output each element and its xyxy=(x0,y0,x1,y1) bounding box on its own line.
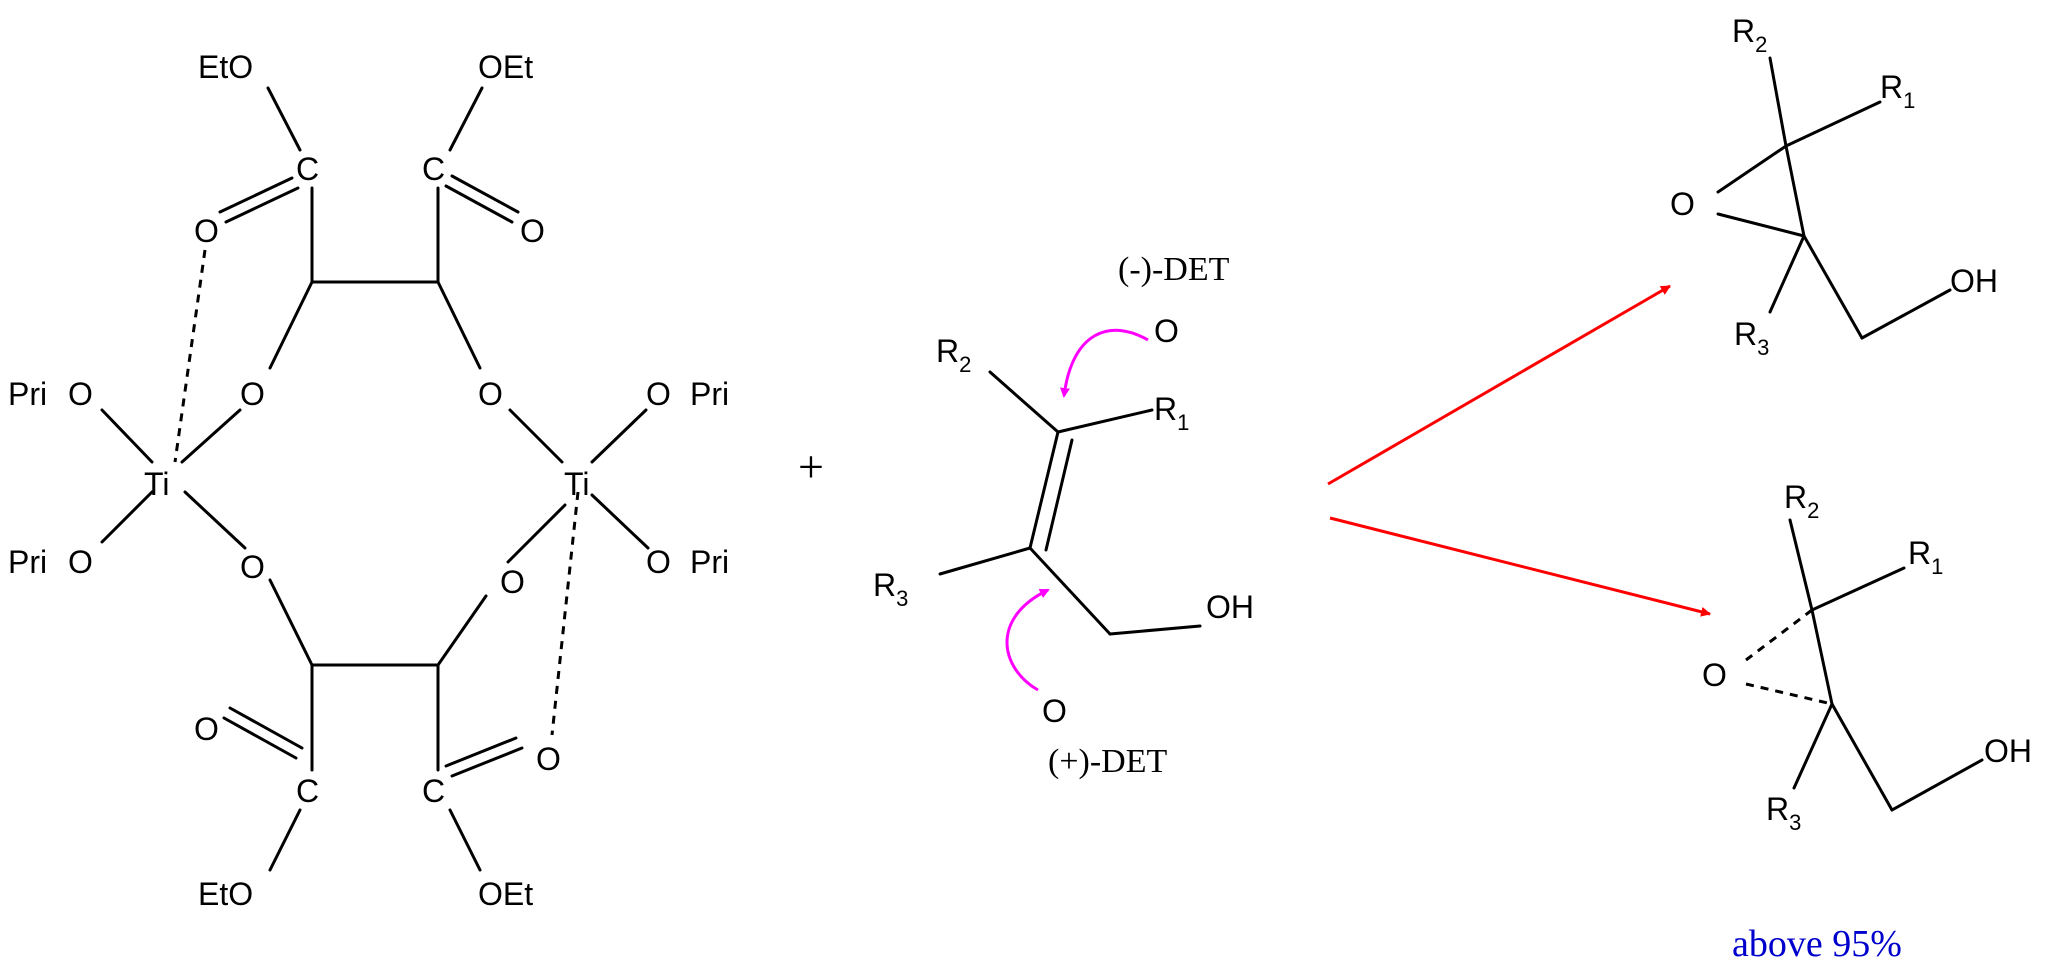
oxygen-label: O xyxy=(1042,693,1067,729)
oxygen-label: O xyxy=(68,376,93,412)
r2-label: R2 xyxy=(936,333,971,377)
reaction-arrow-upper xyxy=(1327,284,1671,486)
yield-label: above 95% xyxy=(1732,923,1902,965)
ethoxy-label-top-left: EtO xyxy=(198,49,253,85)
carbon-label: C xyxy=(422,151,445,187)
oxygen-label: O xyxy=(240,549,265,585)
carbon-label: C xyxy=(296,773,319,809)
oxygen-label: O xyxy=(68,544,93,580)
titanium-label-left: Ti xyxy=(144,466,169,502)
isopropyl-label: Pri xyxy=(8,376,47,412)
hydroxyl-label: OH xyxy=(1206,589,1254,625)
oxygen-label: O xyxy=(520,213,545,249)
titanium-tartrate-complex: EtO OEt C C O O O O Pri O Pri O Ti O Pri… xyxy=(8,49,729,912)
oxygen-label: O xyxy=(194,213,219,249)
ethoxy-label-bottom-left: EtO xyxy=(198,876,253,912)
complex-bonds xyxy=(100,86,650,872)
curved-arrow-bottom xyxy=(1005,588,1050,692)
carbon-label: C xyxy=(296,151,319,187)
r1-label: R1 xyxy=(1908,535,1943,579)
oxygen-label: O xyxy=(646,544,671,580)
minus-det-label: (-)-DET xyxy=(1118,251,1230,288)
epoxide-product-lower: R2 R1 O R3 OH above 95% xyxy=(1702,479,2032,965)
r3-label: R3 xyxy=(873,567,908,611)
r2-label: R2 xyxy=(1732,13,1767,57)
oxygen-label: O xyxy=(478,376,503,412)
hydroxyl-label: OH xyxy=(1950,263,1998,299)
epoxide-product-upper: R2 R1 O R3 OH xyxy=(1670,13,1998,360)
hydroxyl-label: OH xyxy=(1984,733,2032,769)
oxygen-label: O xyxy=(194,711,219,747)
oxygen-label: O xyxy=(1670,186,1695,222)
oxygen-label: O xyxy=(1702,657,1727,693)
titanium-label-right: Ti xyxy=(564,466,589,502)
allylic-alcohol: R2 R1 R3 OH O (-)-DET O (+)-DET xyxy=(873,251,1254,780)
isopropyl-label: Pri xyxy=(690,376,729,412)
r3-label: R3 xyxy=(1766,791,1801,835)
r2-label: R2 xyxy=(1784,479,1819,523)
plus-sign: + xyxy=(798,441,824,492)
isopropyl-label: Pri xyxy=(8,544,47,580)
oxygen-label: O xyxy=(240,376,265,412)
curved-arrow-top xyxy=(1060,328,1149,398)
oxygen-label: O xyxy=(500,564,525,600)
r1-label: R1 xyxy=(1880,69,1915,113)
ethoxy-label-bottom-right: OEt xyxy=(478,876,533,912)
ethoxy-label-top-right: OEt xyxy=(478,49,533,85)
oxygen-label: O xyxy=(536,741,561,777)
r1-label: R1 xyxy=(1154,391,1189,435)
oxygen-label: O xyxy=(646,376,671,412)
isopropyl-label: Pri xyxy=(690,544,729,580)
carbon-label: C xyxy=(422,773,445,809)
r3-label: R3 xyxy=(1734,316,1769,360)
plus-det-label: (+)-DET xyxy=(1048,743,1167,780)
reaction-arrow-lower xyxy=(1329,516,1711,617)
oxygen-label: O xyxy=(1154,313,1179,349)
